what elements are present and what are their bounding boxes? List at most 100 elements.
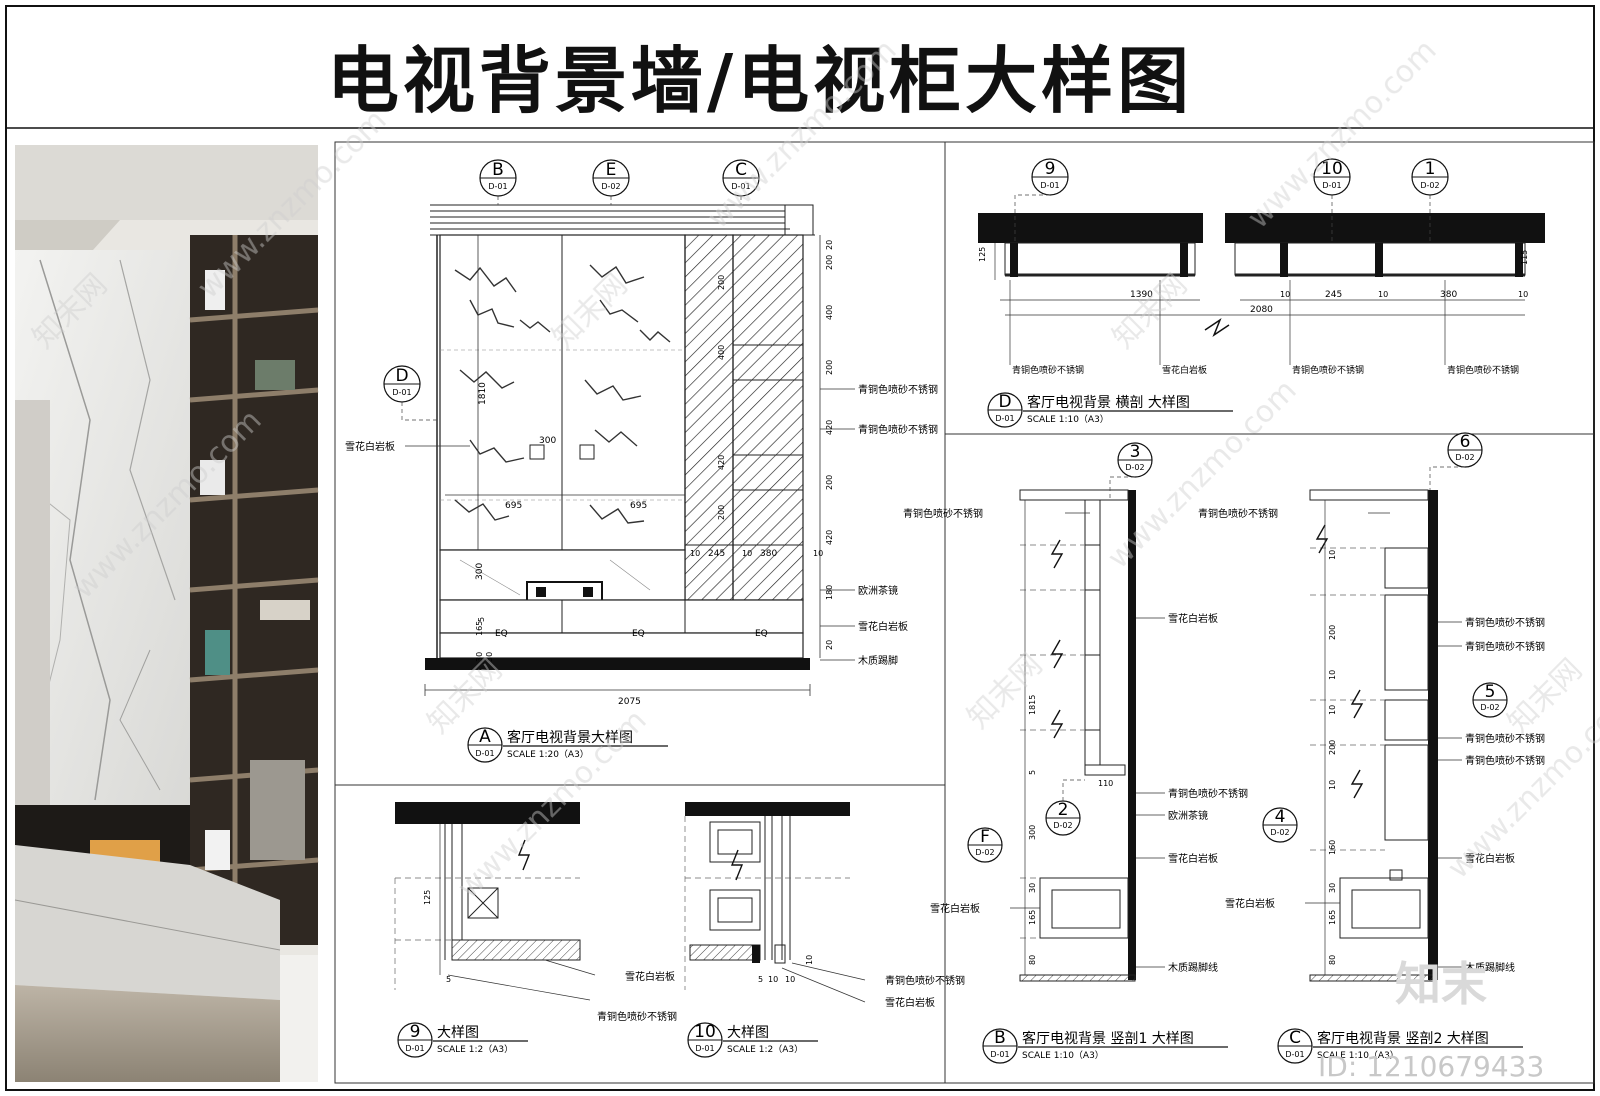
callout-n3: 3D-02: [1117, 442, 1153, 478]
dim-right-420-a: 420: [825, 420, 834, 435]
label-d-bronze-2: 青铜色喷砂不锈钢: [1292, 364, 1364, 376]
dim-c-30: 30: [1328, 883, 1337, 893]
label-bronze-1: 青铜色喷砂不锈钢: [858, 383, 938, 396]
watermark-brand-3: 知末网: [1106, 267, 1194, 355]
callout-n4-sheet: D-02: [1270, 828, 1289, 837]
tv-cabinet: [15, 845, 280, 1000]
label-wood-skirting: 木质踢脚: [858, 654, 898, 667]
dim-b-110: 110: [1098, 779, 1113, 788]
dim-right-200-b: 200: [825, 360, 834, 375]
dim-b-5: 5: [1028, 770, 1037, 775]
wood-skirting: [425, 658, 810, 670]
label-c-marble-2: 雪花白岩板: [1225, 897, 1275, 910]
title-block-D-sheet: D-01: [995, 414, 1014, 423]
detail-10: [684, 802, 866, 1003]
callout-n3-sheet: D-02: [1125, 463, 1144, 472]
title-block-n9-sheet: D-01: [405, 1044, 424, 1053]
dim-9-5: 5: [446, 975, 451, 984]
callout-D: DD-01: [383, 365, 421, 403]
dim-9-125: 125: [423, 890, 432, 905]
callout-n5-mark: 5: [1485, 682, 1496, 702]
dim-165: 165: [475, 621, 484, 636]
callout-B-sheet: D-01: [488, 182, 507, 191]
callout-C-mark: C: [735, 160, 747, 180]
dim-b-80: 80: [1028, 955, 1037, 965]
title-block-A-name: 客厅电视背景大样图: [507, 729, 633, 746]
dim-right-180: 180: [825, 585, 834, 600]
section-D: [978, 213, 1545, 337]
title-block-n9-scale: SCALE 1:2（A3）: [437, 1044, 513, 1055]
dim-5: 5: [477, 617, 486, 622]
callout-n4: 4D-02: [1262, 807, 1298, 843]
dim-300-h: 300: [475, 563, 485, 580]
dim-b-1815: 1815: [1028, 695, 1037, 715]
dim-695-b: 695: [630, 501, 647, 511]
dim-b-165: 165: [1028, 910, 1037, 925]
title-block-B-scale: SCALE 1:10（A3）: [1022, 1050, 1104, 1061]
label-marble-left: 雪花白岩板: [345, 440, 395, 453]
label-b-marble-3: 雪花白岩板: [930, 902, 980, 915]
title-block-D-mark: D: [998, 392, 1011, 412]
watermark-brand-4: 知末网: [961, 647, 1049, 735]
title-block-n10-scale: SCALE 1:2（A3）: [727, 1044, 803, 1055]
title-block-C-mark: C: [1289, 1028, 1301, 1048]
dim-c-160: 160: [1328, 840, 1337, 855]
dim-d-10-b: 10: [1378, 290, 1388, 299]
dim-50: 50: [485, 652, 494, 662]
dim-2075: 2075: [618, 697, 641, 707]
dim-c-10-d: 10: [1328, 780, 1337, 790]
title-block-n10-mark: 10: [694, 1022, 716, 1042]
dim-shelf-200-a: 200: [717, 275, 726, 290]
label-d-bronze-1: 青铜色喷砂不锈钢: [1012, 364, 1084, 376]
dim-d-125: 125: [978, 247, 987, 262]
callout-group: BD-01ED-02CD-01DD-019D-0110D-011D-023D-0…: [383, 158, 1508, 863]
callout-C-sheet: D-01: [731, 182, 750, 191]
label-c-bronze-4: 青铜色喷砂不锈钢: [1465, 754, 1545, 767]
title-block-D-scale: SCALE 1:10（A3）: [1027, 414, 1109, 425]
label-tea-mirror: 欧洲茶镜: [858, 584, 898, 597]
callout-n10-sheet: D-01: [1322, 181, 1341, 190]
title-block-n9-name: 大样图: [437, 1025, 479, 1041]
title-block-B: B D-01 客厅电视背景 竖剖1 大样图 SCALE 1:10（A3）: [982, 1028, 1228, 1064]
dim-shelf-200-b: 200: [717, 505, 726, 520]
interior-rendering: [14, 145, 319, 1082]
dim-b-300: 300: [1028, 825, 1037, 840]
callout-n6: 6D-02: [1447, 432, 1483, 468]
dim-10-b: 10: [742, 549, 752, 558]
label-9-bronze: 青铜色喷砂不锈钢: [597, 1010, 677, 1023]
title-block-B-name: 客厅电视背景 竖剖1 大样图: [1022, 1030, 1194, 1047]
dim-d-10-c: 10: [1518, 290, 1528, 299]
callout-n9: 9D-01: [1031, 158, 1069, 196]
label-bronze-2: 青铜色喷砂不锈钢: [858, 423, 938, 436]
section-B: [1019, 489, 1136, 982]
dim-right-200-a: 200: [825, 255, 834, 270]
watermark-id: ID: 1210679433: [1318, 1050, 1544, 1083]
callout-n6-mark: 6: [1460, 432, 1471, 452]
label-b-tea-mirror: 欧洲茶镜: [1168, 809, 1208, 822]
label-b-marble-2: 雪花白岩板: [1168, 852, 1218, 865]
title-block-n10-sheet: D-01: [695, 1044, 714, 1053]
label-c-marble-1: 雪花白岩板: [1465, 852, 1515, 865]
label-10-bronze: 青铜色喷砂不锈钢: [885, 974, 965, 987]
callout-C: C D-01: [722, 159, 760, 197]
dim-right-20: 20: [825, 240, 834, 250]
dim-10-c: 10: [813, 549, 823, 558]
callout-B: BD-01: [479, 159, 517, 197]
callout-n2: 2D-02: [1045, 800, 1081, 836]
dim-b-30: 30: [1028, 883, 1037, 893]
title-block-B-mark: B: [994, 1028, 1006, 1048]
title-block-B-sheet: D-01: [990, 1050, 1009, 1059]
callout-F-sheet: D-02: [975, 848, 994, 857]
title-block-C-sheet: D-01: [1285, 1050, 1304, 1059]
bronze-steel-shelf: [684, 234, 734, 601]
elevation-A: [425, 204, 815, 670]
callout-D-sheet: D-01: [392, 388, 411, 397]
dim-c-10-b: 10: [1328, 670, 1337, 680]
dim-c-10-a: 10: [1328, 550, 1337, 560]
dim-c-80: 80: [1328, 955, 1337, 965]
dim-10-10-a: 10: [768, 975, 778, 984]
